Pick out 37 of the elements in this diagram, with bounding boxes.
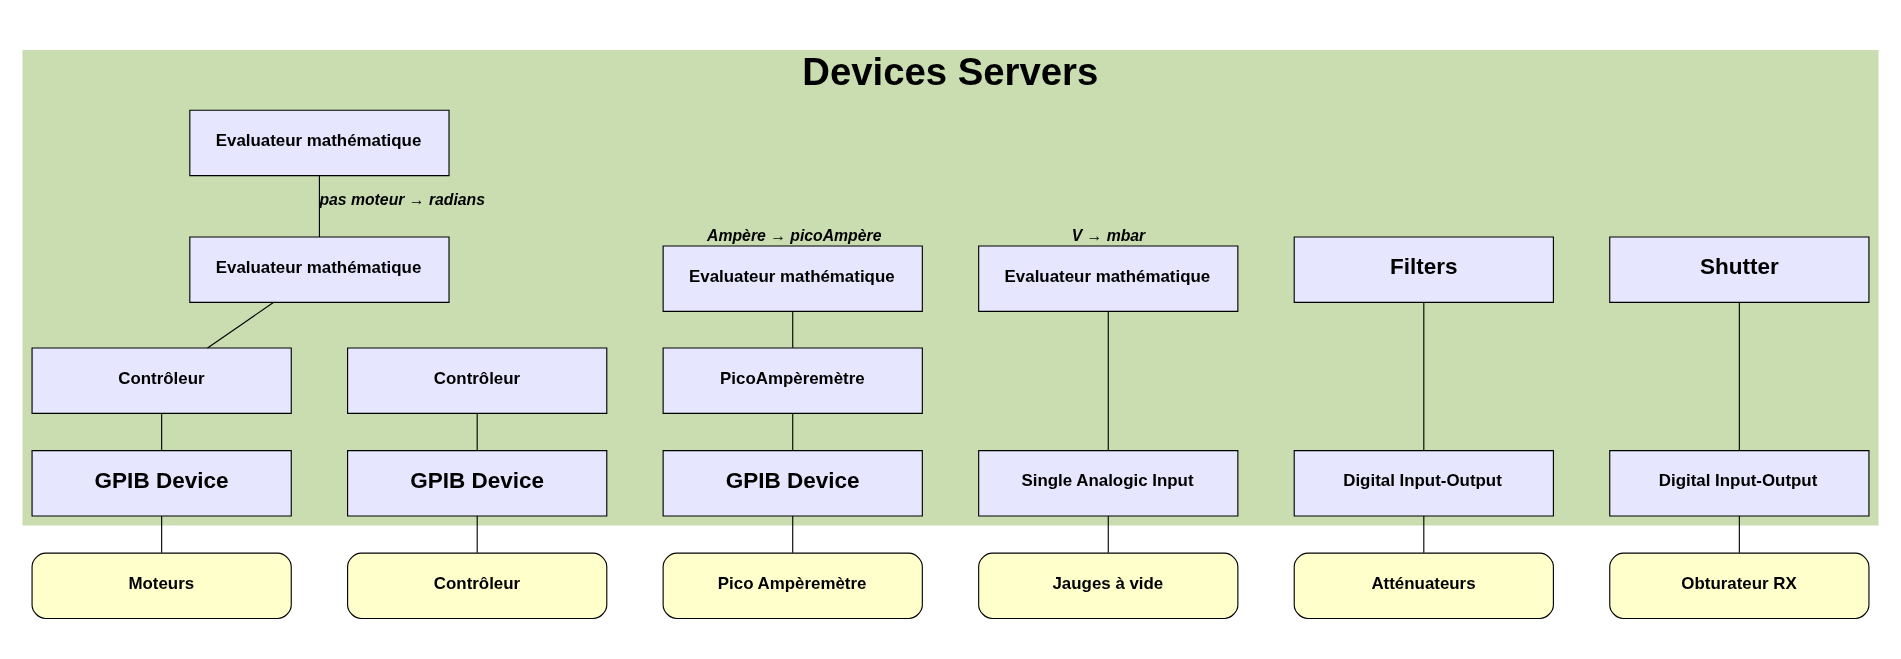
node-label: Ampère → picoAmpère (707, 226, 882, 244)
connector (1423, 515, 1425, 553)
connector (476, 412, 478, 451)
connector (1423, 301, 1425, 451)
connector (792, 309, 794, 348)
node-box: PicoAmpèremètre (662, 346, 923, 414)
node-box: Jauges à vide (978, 552, 1239, 619)
connector (318, 174, 320, 237)
node-box: Evaluateur mathématique (189, 109, 450, 176)
connector (1107, 310, 1109, 451)
node-box: Atténuateurs (1293, 552, 1554, 619)
node-box: Moteurs (31, 552, 292, 619)
node-box: GPIB Device (347, 449, 608, 516)
connector (161, 412, 163, 451)
node-box: Evaluateur mathématique (189, 235, 450, 303)
connector (792, 412, 794, 451)
node-box: GPIB Device (662, 449, 923, 516)
connector (476, 515, 478, 553)
connector (1738, 515, 1740, 553)
node-box: Digital Input-Output (1609, 449, 1870, 516)
connector (1107, 515, 1109, 553)
node-box: Digital Input-Output (1293, 449, 1554, 516)
edge-label: pas moteur → radians (319, 190, 486, 208)
node-label: V → mbar (1071, 226, 1146, 244)
node-box: Pico Ampèremètre (662, 552, 923, 619)
connector (206, 301, 274, 349)
connector (1738, 301, 1740, 451)
connector (792, 515, 794, 553)
node-box: Obturateur RX (1609, 552, 1870, 619)
node-box: Shutter (1609, 235, 1870, 303)
node-box: GPIB Device (31, 449, 292, 516)
node-box: Contrôleur (31, 346, 292, 414)
node-box: Contrôleur (347, 346, 608, 414)
node-box: Single Analogic Input (978, 449, 1239, 516)
connector (161, 515, 163, 553)
node-box: Contrôleur (347, 552, 608, 619)
node-box: Filters (1293, 235, 1554, 303)
